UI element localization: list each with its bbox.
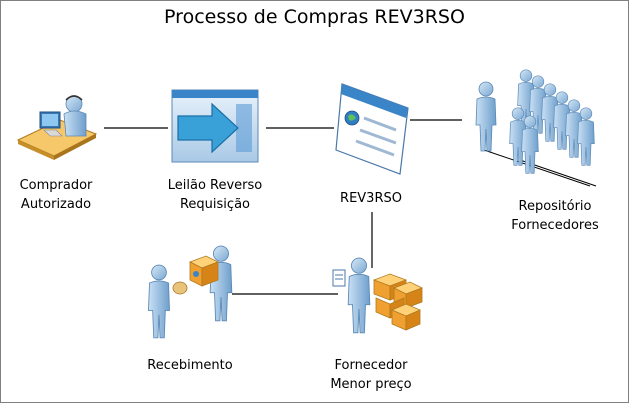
buyer-at-desk-icon (16, 95, 98, 160)
label-rev3rso-line1: REV3RSO (340, 191, 402, 206)
label-leilao-line1: Leilão Reverso (167, 178, 263, 193)
label-fornecedor: Fornecedor Menor preço (316, 356, 426, 394)
label-repositorio: Repositório Fornecedores (500, 197, 610, 235)
receiving-people-icon (148, 245, 233, 339)
label-rev3rso: REV3RSO (326, 189, 416, 208)
boxes-stack-icon (372, 273, 423, 331)
label-repositorio-line2: Fornecedores (511, 218, 599, 233)
connectors (104, 119, 462, 295)
rev3rso-webpage-icon (335, 83, 409, 175)
label-recebimento: Recebimento (140, 356, 240, 375)
diagram-title: Processo de Compras REV3RSO (164, 6, 465, 28)
label-comprador-line2: Autorizado (20, 197, 92, 212)
supplier-repository-people-icon (475, 69, 597, 187)
label-leilao: Leilão Reverso Requisição (160, 176, 270, 214)
label-fornecedor-line1: Fornecedor (334, 358, 408, 373)
label-comprador-line1: Comprador (19, 178, 93, 193)
lowest-price-supplier-icon (332, 257, 423, 334)
label-comprador: Comprador Autorizado (8, 176, 104, 214)
label-repositorio-line1: Repositório (518, 199, 592, 214)
label-leilao-line2: Requisição (179, 197, 250, 212)
label-fornecedor-line2: Menor preço (330, 377, 412, 392)
reverse-auction-arrow-icon (171, 89, 259, 163)
label-recebimento-line1: Recebimento (147, 358, 233, 373)
